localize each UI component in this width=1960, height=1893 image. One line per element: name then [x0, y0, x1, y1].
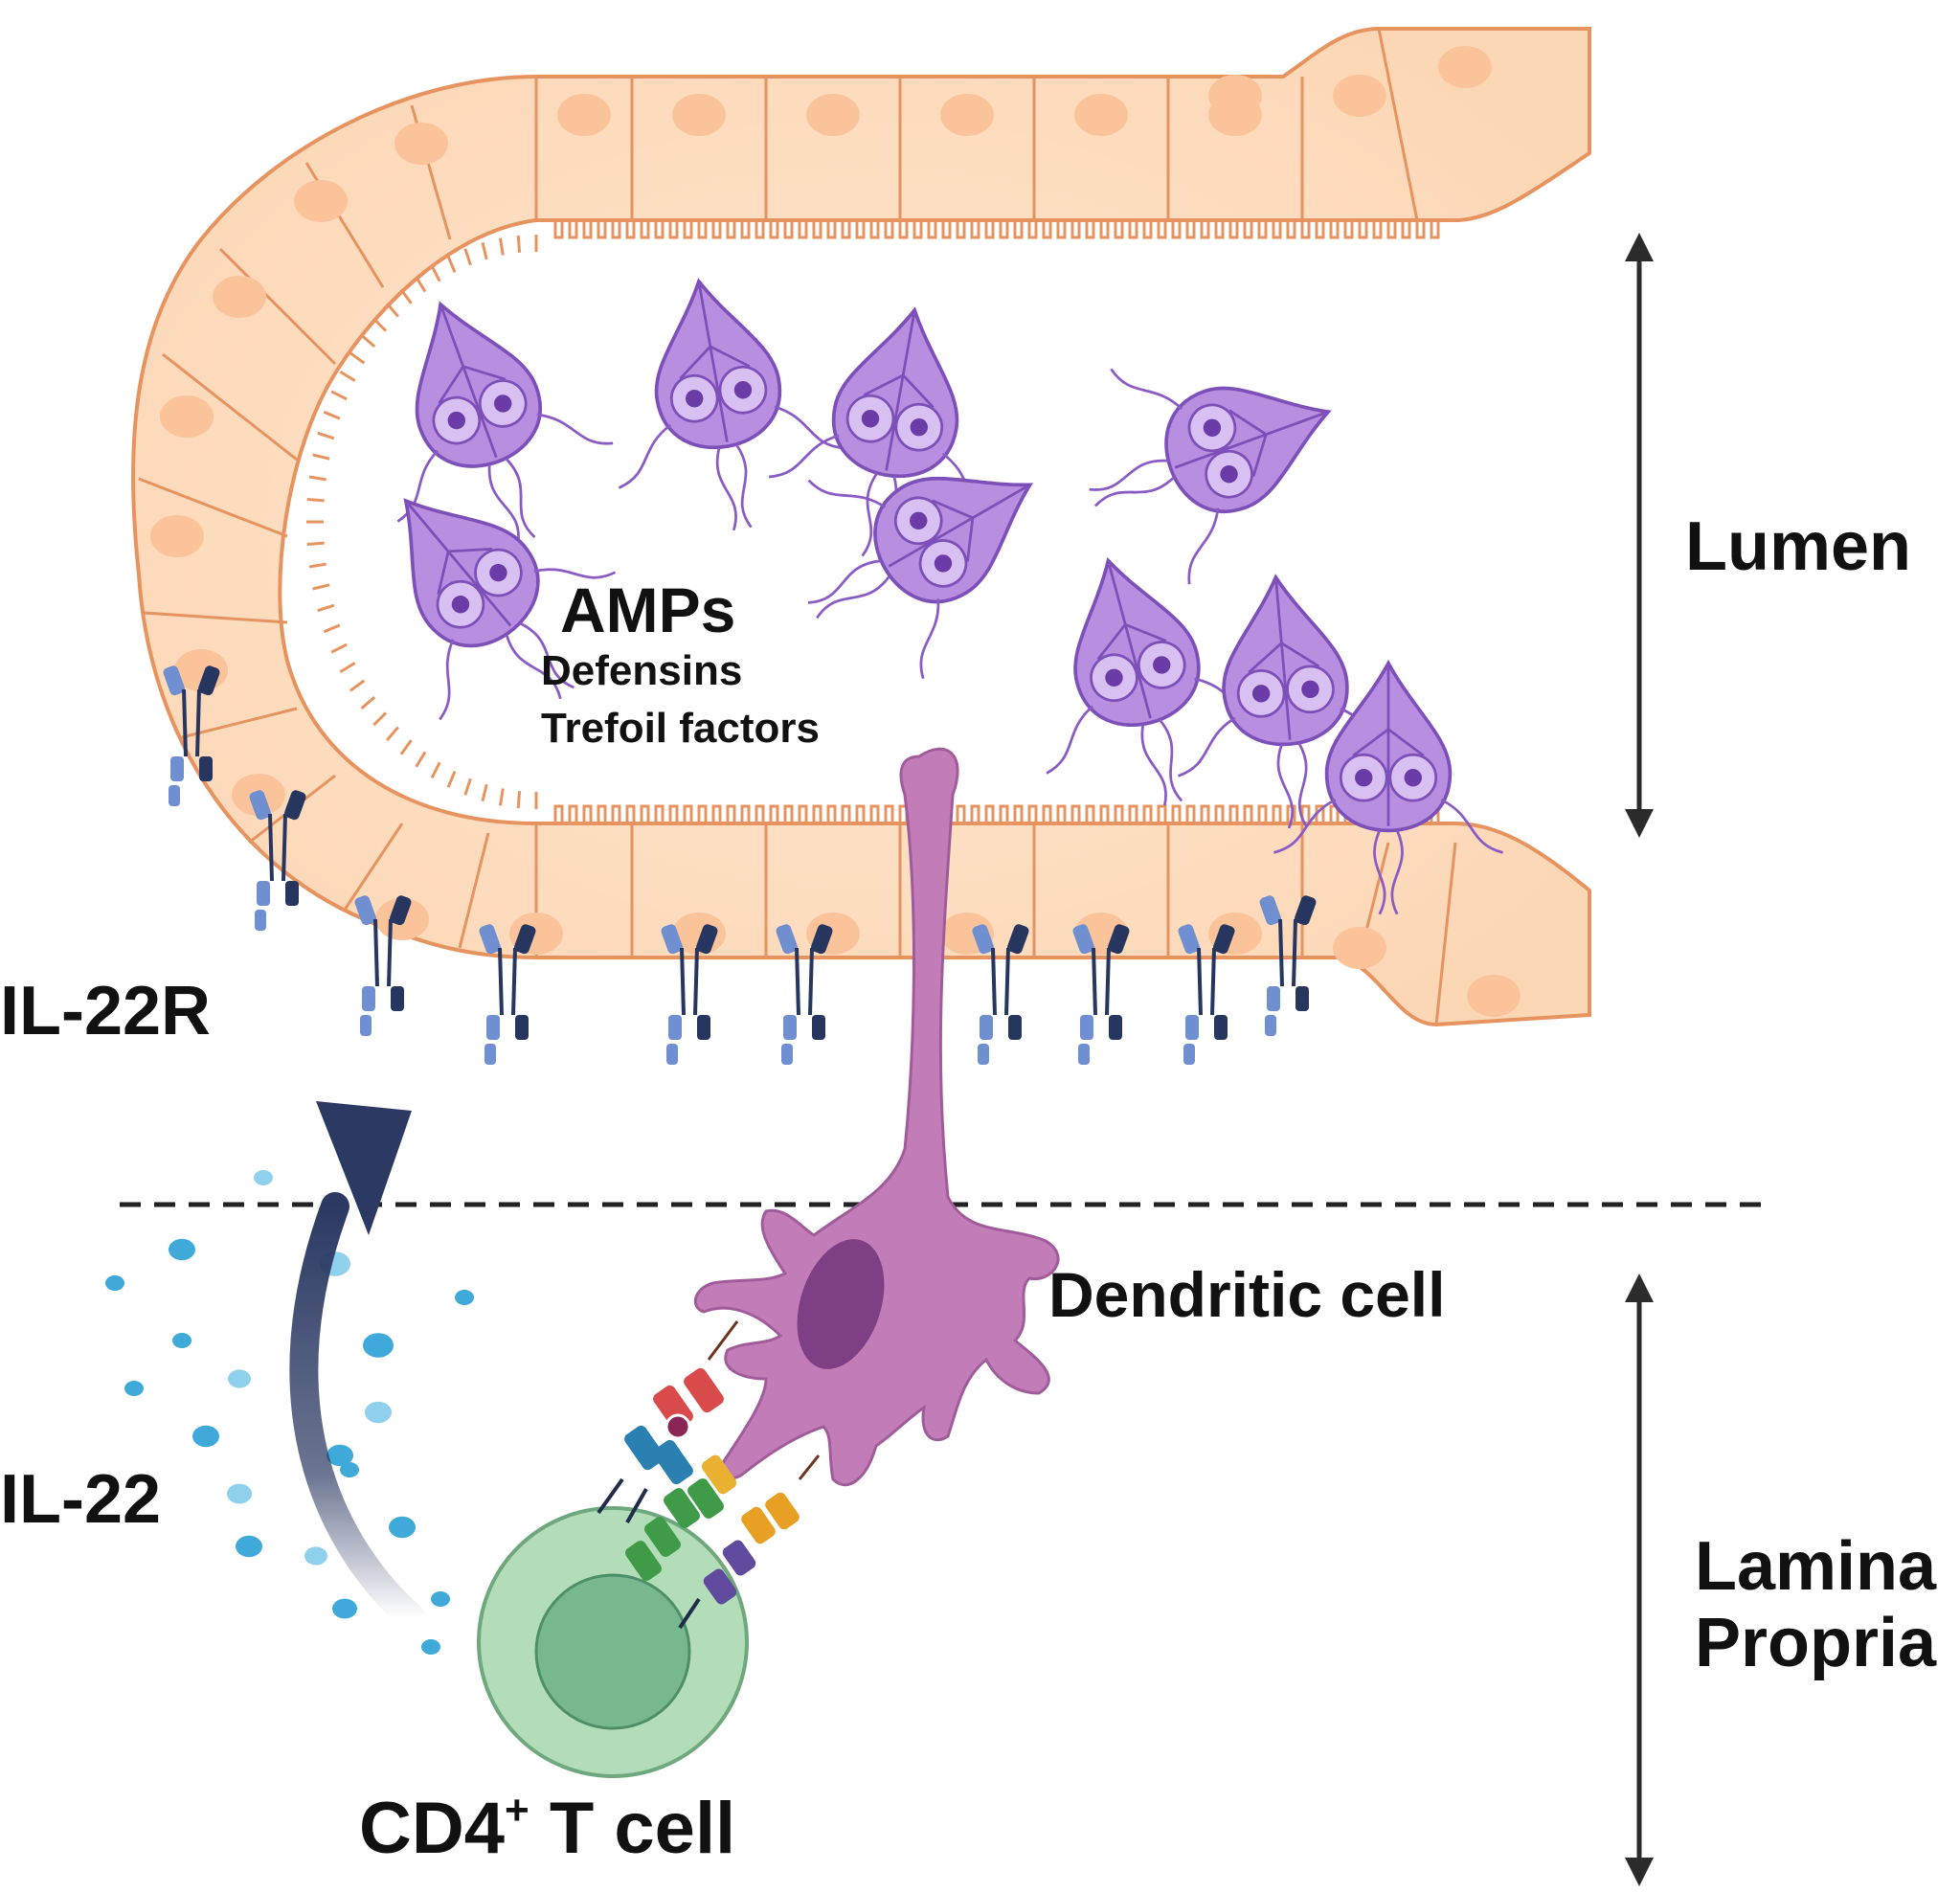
il22-receptor-icon	[354, 895, 412, 1036]
lumen-label: Lumen	[1685, 508, 1911, 585]
cytokine-dot-icon	[105, 1275, 124, 1291]
giardia-trophozoite-icon	[1046, 556, 1269, 806]
cytokine-dot-icon	[365, 1401, 392, 1424]
il22-signal-arrow	[289, 1192, 426, 1633]
cytokine-dot-icon	[340, 1462, 359, 1477]
il22-receptor-icon	[776, 924, 833, 1065]
cytokine-dot-icon	[455, 1290, 474, 1305]
giardia-trophozoite-icon	[807, 476, 1034, 680]
lamina-label-line2: Propria	[1695, 1605, 1937, 1681]
cytokine-dot-icon	[421, 1639, 440, 1655]
il22-signal-arrowhead	[316, 1101, 412, 1235]
giardia-trophozoite-icon	[1178, 574, 1407, 829]
giardia-trophozoite-icon	[403, 498, 617, 721]
il22-receptors	[163, 665, 1317, 1065]
giardia-trophozoite-icon	[396, 301, 614, 544]
giardia-trophozoite-icon	[768, 306, 996, 560]
trefoil-label: Trefoil factors	[541, 705, 820, 752]
il22-cytokines	[105, 1170, 474, 1655]
cytokine-dot-icon	[363, 1333, 394, 1358]
cytokine-dot-icon	[124, 1381, 144, 1396]
cd4-rest: T cell	[529, 1788, 735, 1869]
cytokine-dot-icon	[431, 1591, 450, 1607]
cytokine-dot-icon	[192, 1425, 219, 1448]
cd4-t-cell-label: CD4+ T cell	[359, 1787, 735, 1869]
lamina-label-line1: Lamina	[1695, 1528, 1937, 1605]
defensins-label: Defensins	[541, 647, 742, 694]
cytokine-dot-icon	[332, 1598, 357, 1619]
brush-border	[306, 220, 1440, 823]
giardia-trophozoite-icon	[1273, 659, 1503, 915]
il22-receptor-icon	[1072, 924, 1130, 1065]
dendritic-cell	[693, 747, 1060, 1487]
cytokine-dot-icon	[227, 1483, 252, 1504]
il22-receptor-icon	[163, 665, 220, 806]
cd4-t-cell	[477, 1506, 749, 1778]
giardia-trophozoite-icon	[1089, 368, 1332, 585]
cd4-main: CD4	[359, 1788, 505, 1869]
il22-receptor-icon	[661, 924, 718, 1065]
cytokine-dot-icon	[327, 1444, 353, 1467]
cytokine-dot-icon	[254, 1170, 273, 1185]
dendritic-cell-label: Dendritic cell	[1048, 1259, 1445, 1330]
cytokine-dot-icon	[236, 1535, 262, 1558]
amps-label: AMPs	[560, 575, 735, 645]
intestinal-epithelium	[130, 27, 1591, 1027]
cytokine-dot-icon	[169, 1238, 195, 1261]
il22-receptor-icon	[249, 790, 306, 931]
giardia-trophozoites	[396, 278, 1503, 915]
cytokine-dot-icon	[389, 1516, 416, 1539]
mhc-tcr-complexes	[597, 1320, 821, 1630]
il22-label: IL-22	[0, 1461, 161, 1538]
cd4-superscript: +	[505, 1787, 529, 1834]
il22r-label: IL-22R	[0, 973, 211, 1049]
giardia-trophozoite-icon	[618, 278, 845, 531]
il22-receptor-icon	[1178, 924, 1235, 1065]
il22-receptor-icon	[479, 924, 536, 1065]
il22-receptor-icon	[972, 924, 1029, 1065]
epithelium-outline	[130, 27, 1591, 1027]
il22-receptor-icon	[1259, 895, 1317, 1036]
cytokine-dot-icon	[172, 1333, 191, 1348]
cytokine-dot-icon	[304, 1546, 327, 1566]
cytokine-dot-icon	[228, 1369, 251, 1388]
